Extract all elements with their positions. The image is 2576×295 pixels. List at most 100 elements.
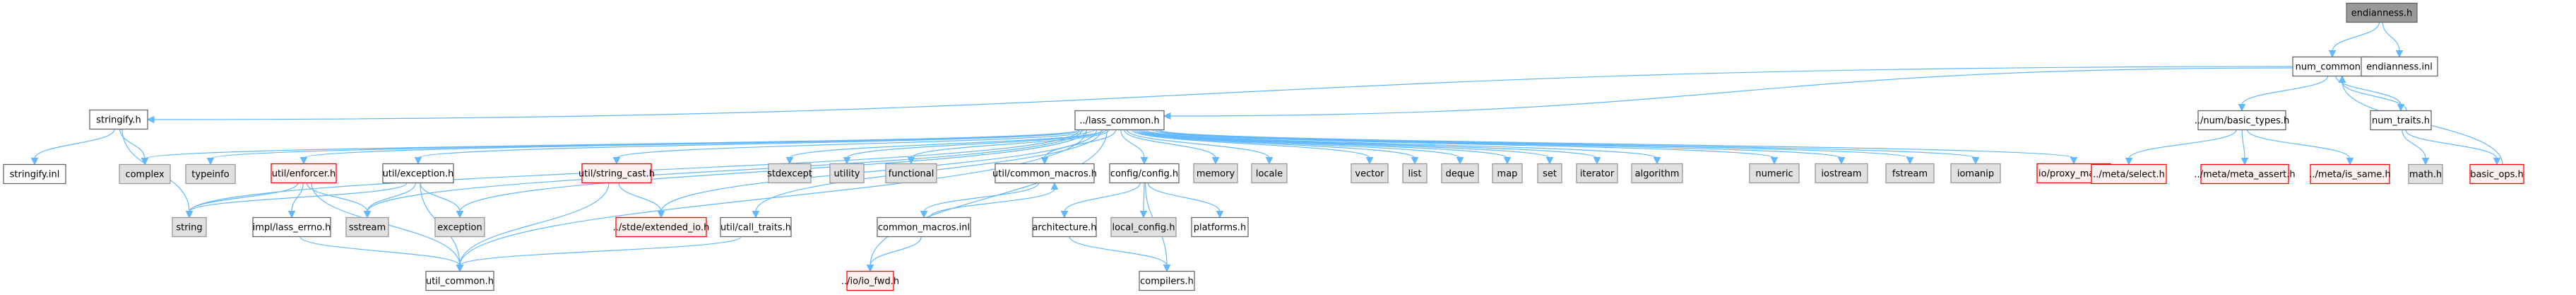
edge-line — [367, 129, 1083, 212]
node-endianness-inl[interactable]: endianness.inl — [2361, 56, 2438, 77]
arrowhead-icon — [1456, 157, 1464, 165]
arrowhead-icon — [1211, 157, 1220, 165]
edge-line — [869, 129, 1108, 266]
node-lass-errno-h[interactable]: impl/lass_errno.h — [252, 216, 331, 238]
node-label: fstream — [1892, 169, 1928, 180]
edge-line — [119, 129, 146, 159]
node-num-common-h[interactable]: num_common.h — [2292, 56, 2373, 77]
node-box — [2292, 56, 2373, 77]
node-box — [2310, 163, 2390, 185]
node-typeinfo[interactable]: typeinfo — [185, 163, 236, 185]
node-fstream[interactable]: fstream — [1885, 163, 1935, 184]
node-box — [581, 163, 652, 184]
node-string-cast-h[interactable]: util/string_cast.h — [578, 163, 655, 184]
node-locale[interactable]: locale — [1251, 163, 1288, 184]
node-stringify-inl[interactable]: stringify.inl — [3, 163, 66, 185]
node-functional[interactable]: functional — [885, 163, 937, 184]
node-label: platforms.h — [1194, 223, 1246, 233]
node-numeric[interactable]: numeric — [1749, 163, 1800, 184]
node-meta-assert-h[interactable]: ../meta/meta_assert.h — [2194, 163, 2296, 185]
node-map[interactable]: map — [1492, 163, 1523, 184]
arrowhead-icon — [30, 158, 39, 166]
node-label: math.h — [2409, 170, 2442, 180]
node-box — [1139, 270, 1195, 291]
arrowhead-icon — [2240, 158, 2249, 166]
edge-line — [1064, 183, 1141, 212]
node-platforms-h[interactable]: platforms.h — [1191, 216, 1249, 238]
node-common-macros-inl[interactable]: common_macros.inl — [877, 216, 971, 238]
node-utility[interactable]: utility — [829, 163, 865, 184]
node-memory[interactable]: memory — [1193, 163, 1238, 184]
edge-line — [459, 183, 610, 266]
arrowhead-icon — [1265, 157, 1274, 165]
edge-lass_common_h-to-map — [1138, 129, 1512, 165]
arrowhead-icon — [2421, 158, 2430, 166]
node-list[interactable]: list — [1402, 163, 1428, 184]
node-basic-ops-h[interactable]: basic_ops.h — [2469, 163, 2524, 185]
arrowhead-icon — [1163, 265, 1171, 272]
edge-lass_common_h-to-string_cast_h — [612, 129, 1095, 165]
edge-lass_common_h-to-proxy_man_h — [1159, 129, 2078, 165]
arrowhead-icon — [1503, 157, 1512, 165]
node-complex[interactable]: complex — [119, 163, 171, 185]
edge-lass_common_h-to-config_h — [1120, 129, 1148, 165]
node-box — [1576, 163, 1618, 184]
node-vector[interactable]: vector — [1351, 163, 1389, 184]
node-enforcer-h[interactable]: util/enforcer.h — [271, 163, 337, 184]
node-stringify-h[interactable]: stringify.h — [89, 109, 148, 130]
node-iostream[interactable]: iostream — [1815, 163, 1868, 184]
node-is-same-h[interactable]: ../meta/is_same.h — [2309, 163, 2391, 185]
node-label: ../stde/extended_io.h — [613, 223, 710, 233]
node-stdexcept[interactable]: stdexcept — [767, 163, 812, 184]
node-box — [89, 109, 148, 130]
edge-line — [459, 236, 742, 267]
node-iterator[interactable]: iterator — [1576, 163, 1618, 184]
node-num-traits-h[interactable]: num_traits.h — [2370, 110, 2432, 131]
edge-exception_h-to-sstream — [363, 183, 416, 219]
node-lass-common-h[interactable]: ../lass_common.h — [1074, 110, 1165, 131]
node-box — [271, 163, 337, 184]
node-box — [768, 163, 812, 184]
edge-lass_common_h-to-functional — [907, 129, 1110, 165]
node-basic-types-h[interactable]: ../num/basic_types.h — [2195, 110, 2290, 131]
edge-line — [210, 129, 1080, 160]
node-set[interactable]: set — [1537, 163, 1562, 184]
node-string[interactable]: string — [172, 216, 207, 238]
node-label: typeinfo — [191, 170, 229, 180]
edge-num_traits_h-to-basic_ops_h — [2405, 129, 2501, 166]
edge-config_h-to-platforms_h — [1147, 183, 1224, 219]
node-iomanip[interactable]: iomanip — [1950, 163, 2001, 184]
node-select-h[interactable]: ../meta/select.h — [2091, 163, 2167, 185]
edge-call_traits_h-to-util_common_h — [456, 236, 742, 272]
edge-line — [299, 236, 461, 266]
node-label: config/config.h — [1110, 169, 1178, 180]
node-exception-h[interactable]: util/exception.h — [382, 163, 454, 184]
node-label: set — [1543, 169, 1557, 180]
edge-line — [2405, 129, 2498, 159]
node-util-common-h[interactable]: util_common.h — [425, 270, 494, 291]
node-math-h[interactable]: math.h — [2408, 163, 2443, 185]
node-label: exception — [437, 223, 482, 233]
edge-endianness_h-to-endianness_inl — [2382, 22, 2404, 58]
node-label: map — [1497, 169, 1518, 180]
node-call-traits-h[interactable]: util/call_traits.h — [720, 216, 792, 238]
node-local-config-h[interactable]: local_config.h — [1110, 216, 1177, 238]
node-endianness-h[interactable]: endianness.h — [2346, 2, 2418, 23]
node-box — [185, 163, 236, 185]
edge-line — [789, 129, 1104, 159]
arrowhead-icon — [1770, 157, 1779, 165]
node-compilers-h[interactable]: compilers.h — [1139, 270, 1195, 291]
node-label: iostream — [1821, 169, 1861, 180]
node-exception[interactable]: exception — [434, 216, 485, 238]
node-common-macros-h[interactable]: util/common_macros.h — [992, 163, 1097, 184]
node-algorithm[interactable]: algorithm — [1631, 163, 1683, 184]
edge-line — [2382, 22, 2400, 52]
edge-lass_common_h-to-iterator — [1143, 129, 1601, 165]
node-architecture-h[interactable]: architecture.h — [1032, 216, 1097, 238]
node-deque[interactable]: deque — [1441, 163, 1479, 184]
node-io-fwd-h[interactable]: ../io/io_fwd.h — [841, 270, 899, 291]
node-sstream[interactable]: sstream — [345, 216, 389, 238]
node-extended-io-h[interactable]: ../stde/extended_io.h — [613, 216, 710, 238]
node-config-h[interactable]: config/config.h — [1109, 163, 1180, 184]
node-box — [2408, 163, 2443, 185]
